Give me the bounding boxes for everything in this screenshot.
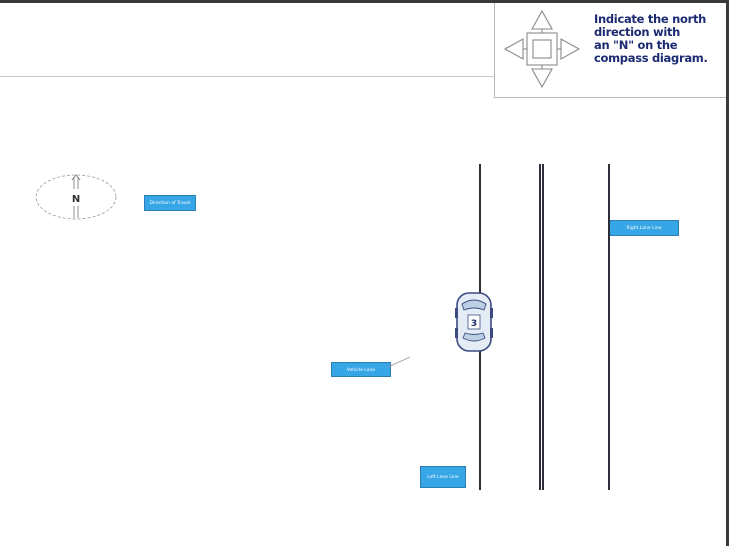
label-left-lane-line[interactable]: Left Lane Line xyxy=(420,466,466,488)
label-direction-of-travel[interactable]: Direction of Travel xyxy=(144,195,196,211)
label-leader-line xyxy=(388,356,411,368)
compass-rose-icon[interactable] xyxy=(503,9,581,89)
label-right-lane-line[interactable]: Right Lane Line xyxy=(609,220,679,236)
instruction-line-4: compass diagram. xyxy=(594,51,708,65)
header-divider xyxy=(0,76,494,77)
vehicle-number: 3 xyxy=(471,319,477,329)
instruction-text: Indicate the north direction with an "N"… xyxy=(594,13,724,65)
instruction-panel: Indicate the north direction with an "N"… xyxy=(494,3,726,98)
label-vehicle-lane[interactable]: Vehicle Lane xyxy=(331,362,391,377)
instruction-line-3: an "N" on the xyxy=(594,38,678,52)
instruction-line-2: direction with xyxy=(594,25,681,39)
vehicle-icon[interactable]: 3 xyxy=(453,290,495,356)
instruction-line-1: Indicate the north xyxy=(594,12,707,26)
north-compass-oval: N xyxy=(35,174,117,220)
north-letter: N xyxy=(72,194,80,205)
